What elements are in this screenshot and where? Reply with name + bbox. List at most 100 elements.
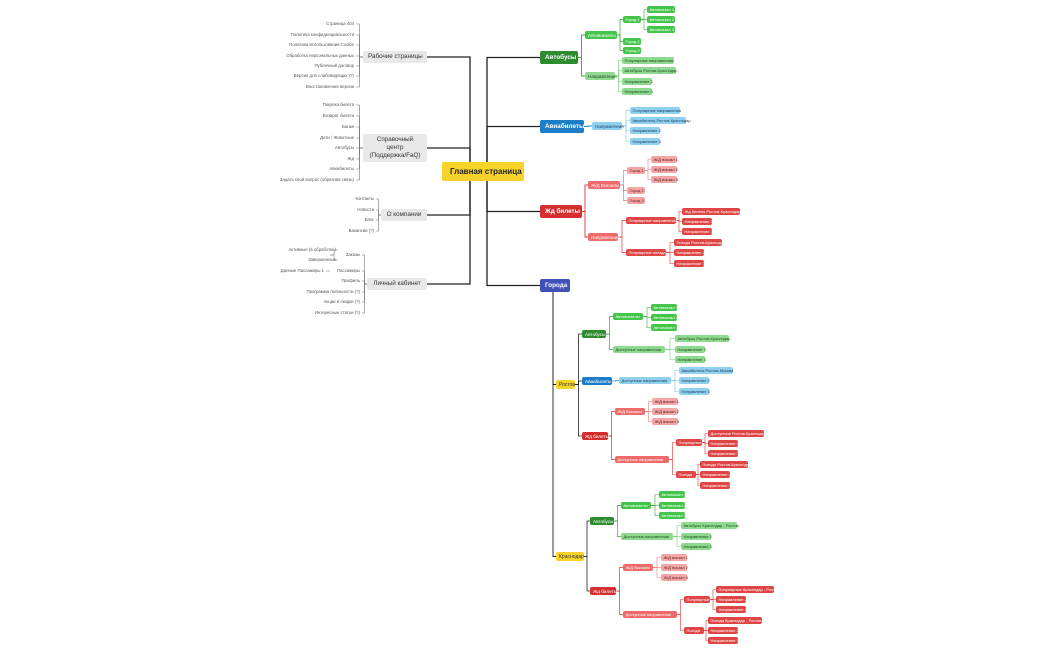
node-direction[interactable]: Направление 3: [708, 637, 739, 644]
leaf-cabinet[interactable]: Программа лояльности (?): [306, 289, 360, 294]
leaf-help[interactable]: Авиабилеты: [329, 166, 354, 171]
topic-work-pages[interactable]: Рабочие страницы: [363, 51, 427, 63]
node-direction[interactable]: Направление 3: [700, 482, 731, 489]
node-direction[interactable]: Направление 3: [682, 228, 713, 235]
node-direction[interactable]: Поезда Ростов-Краснодар: [674, 239, 725, 246]
leaf-order-type[interactable]: Завершенные: [307, 257, 336, 262]
node-direction[interactable]: Направление 2: [708, 627, 739, 634]
node-popular-directions[interactable]: Популярные направления: [626, 217, 677, 224]
node-direction[interactable]: Доступные Ростов-Краснодар: [708, 430, 766, 437]
leaf-work-page[interactable]: Политика конфиденциальности: [290, 32, 354, 37]
node-direction[interactable]: Направление 2: [700, 471, 731, 478]
leaf-work-page[interactable]: Обработка персональных данных: [286, 53, 354, 58]
node-station[interactable]: Ж/Д вокзал 2: [652, 408, 679, 415]
node-directions[interactable]: Направления: [592, 122, 624, 130]
node-direction[interactable]: Направление 3: [708, 450, 739, 457]
node-direction[interactable]: Направление 3: [716, 606, 747, 613]
node-station[interactable]: Автовокзал 1: [647, 6, 675, 13]
node-direction[interactable]: Направление 3: [675, 356, 706, 363]
node-station[interactable]: Автовокзал 2: [647, 16, 675, 23]
node-city[interactable]: Город 2: [623, 38, 641, 45]
topic-cities[interactable]: Города: [540, 279, 570, 292]
node-bus-stations[interactable]: Автовокзалы: [613, 313, 643, 320]
node-rail-stations[interactable]: Ж/Д Вокзалы: [615, 408, 645, 415]
leaf-order-type[interactable]: Активные (в обработке): [288, 247, 336, 252]
node-direction[interactable]: Направление 2: [679, 377, 710, 384]
node-popular[interactable]: Популярные: [676, 439, 702, 446]
node-direction[interactable]: Авиабилеты Ростов-Москва: [679, 367, 733, 374]
node-direction[interactable]: Направление 3: [622, 88, 653, 95]
node-direction[interactable]: Авиабилеты Ростов-Краснодар: [630, 117, 691, 124]
node-rail[interactable]: Жд билеты: [590, 587, 617, 595]
leaf-work-page[interactable]: Публичный договор: [314, 63, 354, 68]
node-rail-stations[interactable]: Ж/Д Вокзалы: [623, 564, 653, 571]
topic-about[interactable]: О компании: [381, 209, 427, 221]
node-station[interactable]: Ж/Д вокзал 1: [652, 398, 679, 405]
node-direction[interactable]: Автобусы Ростов-Краснодар: [622, 67, 677, 74]
node-station[interactable]: Ж/Д вокзал 3: [661, 574, 688, 581]
node-avia[interactable]: Авиабилеты: [582, 377, 612, 385]
node-direction[interactable]: Направление 3: [674, 260, 705, 267]
node-bus-stations[interactable]: Автовокзалы: [585, 31, 617, 39]
leaf-passengers[interactable]: Пассажиры: [337, 268, 360, 273]
leaf-orders[interactable]: Заказы: [345, 252, 360, 257]
leaf-work-page[interactable]: Восстановление версии: [305, 84, 354, 89]
topic-buses[interactable]: Автобусы: [540, 51, 578, 64]
node-station[interactable]: Ж/Д вокзал 1: [661, 554, 688, 561]
node-direction[interactable]: Поезда Ростов-Краснодар: [700, 461, 751, 468]
node-station[interactable]: Автовокзал 2: [651, 314, 678, 321]
node-direction[interactable]: Направление 2: [674, 249, 705, 256]
leaf-help[interactable]: Дети / Животные: [320, 135, 354, 140]
node-station[interactable]: Ж/Д вокзал 3: [652, 418, 679, 425]
node-station[interactable]: Автовокзал 3: [651, 324, 678, 331]
leaf-cabinet[interactable]: Акции и скидки (?): [323, 299, 360, 304]
node-station[interactable]: Ж/Д вокзал 2: [661, 564, 688, 571]
leaf-about[interactable]: Блог: [364, 217, 374, 222]
leaf-work-page[interactable]: Политика использования Cookie: [289, 42, 354, 47]
node-direction[interactable]: Направление 3: [679, 388, 710, 395]
leaf-passenger-data[interactable]: Данные Пассажиры 1: [280, 268, 324, 273]
node-station[interactable]: Ж/Д вокзал 2: [651, 166, 678, 173]
leaf-help[interactable]: Багаж: [342, 124, 354, 129]
node-available-directions[interactable]: Доступные направления: [615, 456, 669, 463]
node-bus-stations[interactable]: Автовокзалы: [621, 502, 651, 509]
node-station[interactable]: Автовокзал 1: [659, 491, 686, 498]
node-rail-stations[interactable]: Ж/Д Вокзалы: [588, 181, 620, 189]
node-direction[interactable]: Направление 3: [681, 543, 712, 550]
node-direction[interactable]: Направление 2: [681, 533, 712, 540]
node-available-directions[interactable]: Доступные направления: [621, 533, 673, 540]
city-rostov[interactable]: Ростов: [556, 380, 575, 389]
topic-avia[interactable]: Авиабилеты: [540, 120, 584, 133]
leaf-help[interactable]: Покупка билета: [322, 102, 354, 107]
node-rail[interactable]: Жд билеты: [582, 432, 609, 440]
node-city[interactable]: Город 1: [627, 167, 645, 174]
node-direction[interactable]: Направление 2: [622, 78, 653, 85]
leaf-help[interactable]: Возврат билета: [322, 113, 354, 118]
node-direction[interactable]: Популярные направления: [630, 107, 681, 114]
topic-personal-cabinet[interactable]: Личный кабинет: [367, 278, 427, 290]
node-direction[interactable]: Поезда Краснодар - Ростов: [708, 617, 762, 624]
node-station[interactable]: Автовокзал 2: [659, 502, 686, 509]
node-available-directions[interactable]: Доступные направления: [623, 611, 677, 618]
node-available-directions[interactable]: Доступные направления: [613, 346, 665, 353]
leaf-cabinet[interactable]: Профиль: [341, 278, 360, 283]
node-city[interactable]: Город 2: [627, 187, 645, 194]
node-directions[interactable]: Направления: [588, 233, 620, 241]
leaf-help[interactable]: Автобусы: [334, 145, 354, 150]
node-station[interactable]: Автовокзал 3: [659, 512, 686, 519]
node-direction[interactable]: Популярные направления: [622, 57, 674, 64]
node-station[interactable]: Ж/Д вокзал 1: [651, 156, 678, 163]
node-direction[interactable]: Популярные Краснодар - Ростов: [716, 586, 779, 593]
node-city[interactable]: Город 3: [623, 47, 641, 54]
leaf-about[interactable]: Новости: [357, 207, 374, 212]
node-popular-trains[interactable]: Популярные поезда: [626, 249, 666, 256]
node-direction[interactable]: Направление 3: [630, 138, 661, 145]
node-buses[interactable]: Автобусы: [590, 517, 614, 525]
leaf-work-page[interactable]: Версия для слабовидящих (?): [293, 73, 354, 78]
node-direction[interactable]: Направление 2: [708, 440, 739, 447]
leaf-help[interactable]: Жд: [347, 156, 354, 161]
central-topic[interactable]: Главная страница: [442, 162, 524, 181]
node-direction[interactable]: Направление 2: [630, 127, 661, 134]
node-direction[interactable]: Направление 2: [716, 596, 747, 603]
leaf-cabinet[interactable]: Интересные статьи (?): [314, 310, 360, 315]
